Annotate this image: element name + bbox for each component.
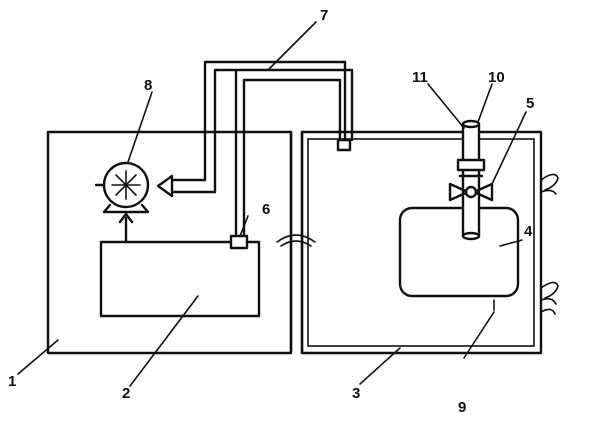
pipe-7 — [203, 60, 354, 238]
label-2: 2 — [122, 385, 130, 402]
door-arc — [276, 234, 316, 247]
label-8: 8 — [144, 77, 152, 94]
label-4: 4 — [524, 223, 533, 240]
label-3: 3 — [352, 385, 360, 402]
box-2 — [99, 240, 261, 318]
label-11: 11 — [412, 69, 428, 86]
leader-lines — [17, 21, 527, 387]
partition-wall — [289, 130, 304, 355]
label-1: 1 — [8, 373, 16, 390]
label-5: 5 — [526, 95, 534, 112]
pump-8 — [94, 161, 150, 214]
label-9: 9 — [458, 399, 466, 416]
sensor-6 — [229, 234, 249, 250]
latch-upper — [540, 173, 559, 195]
container-4 — [398, 206, 520, 298]
pump-inlet-pipe — [156, 174, 217, 198]
chamber-3 — [300, 130, 543, 355]
nozzle-assembly — [448, 119, 494, 241]
latch-lower — [540, 281, 559, 315]
label-6: 6 — [262, 201, 270, 218]
label-7: 7 — [320, 7, 328, 24]
label-10: 10 — [488, 69, 505, 86]
flow-arrow — [118, 212, 134, 244]
